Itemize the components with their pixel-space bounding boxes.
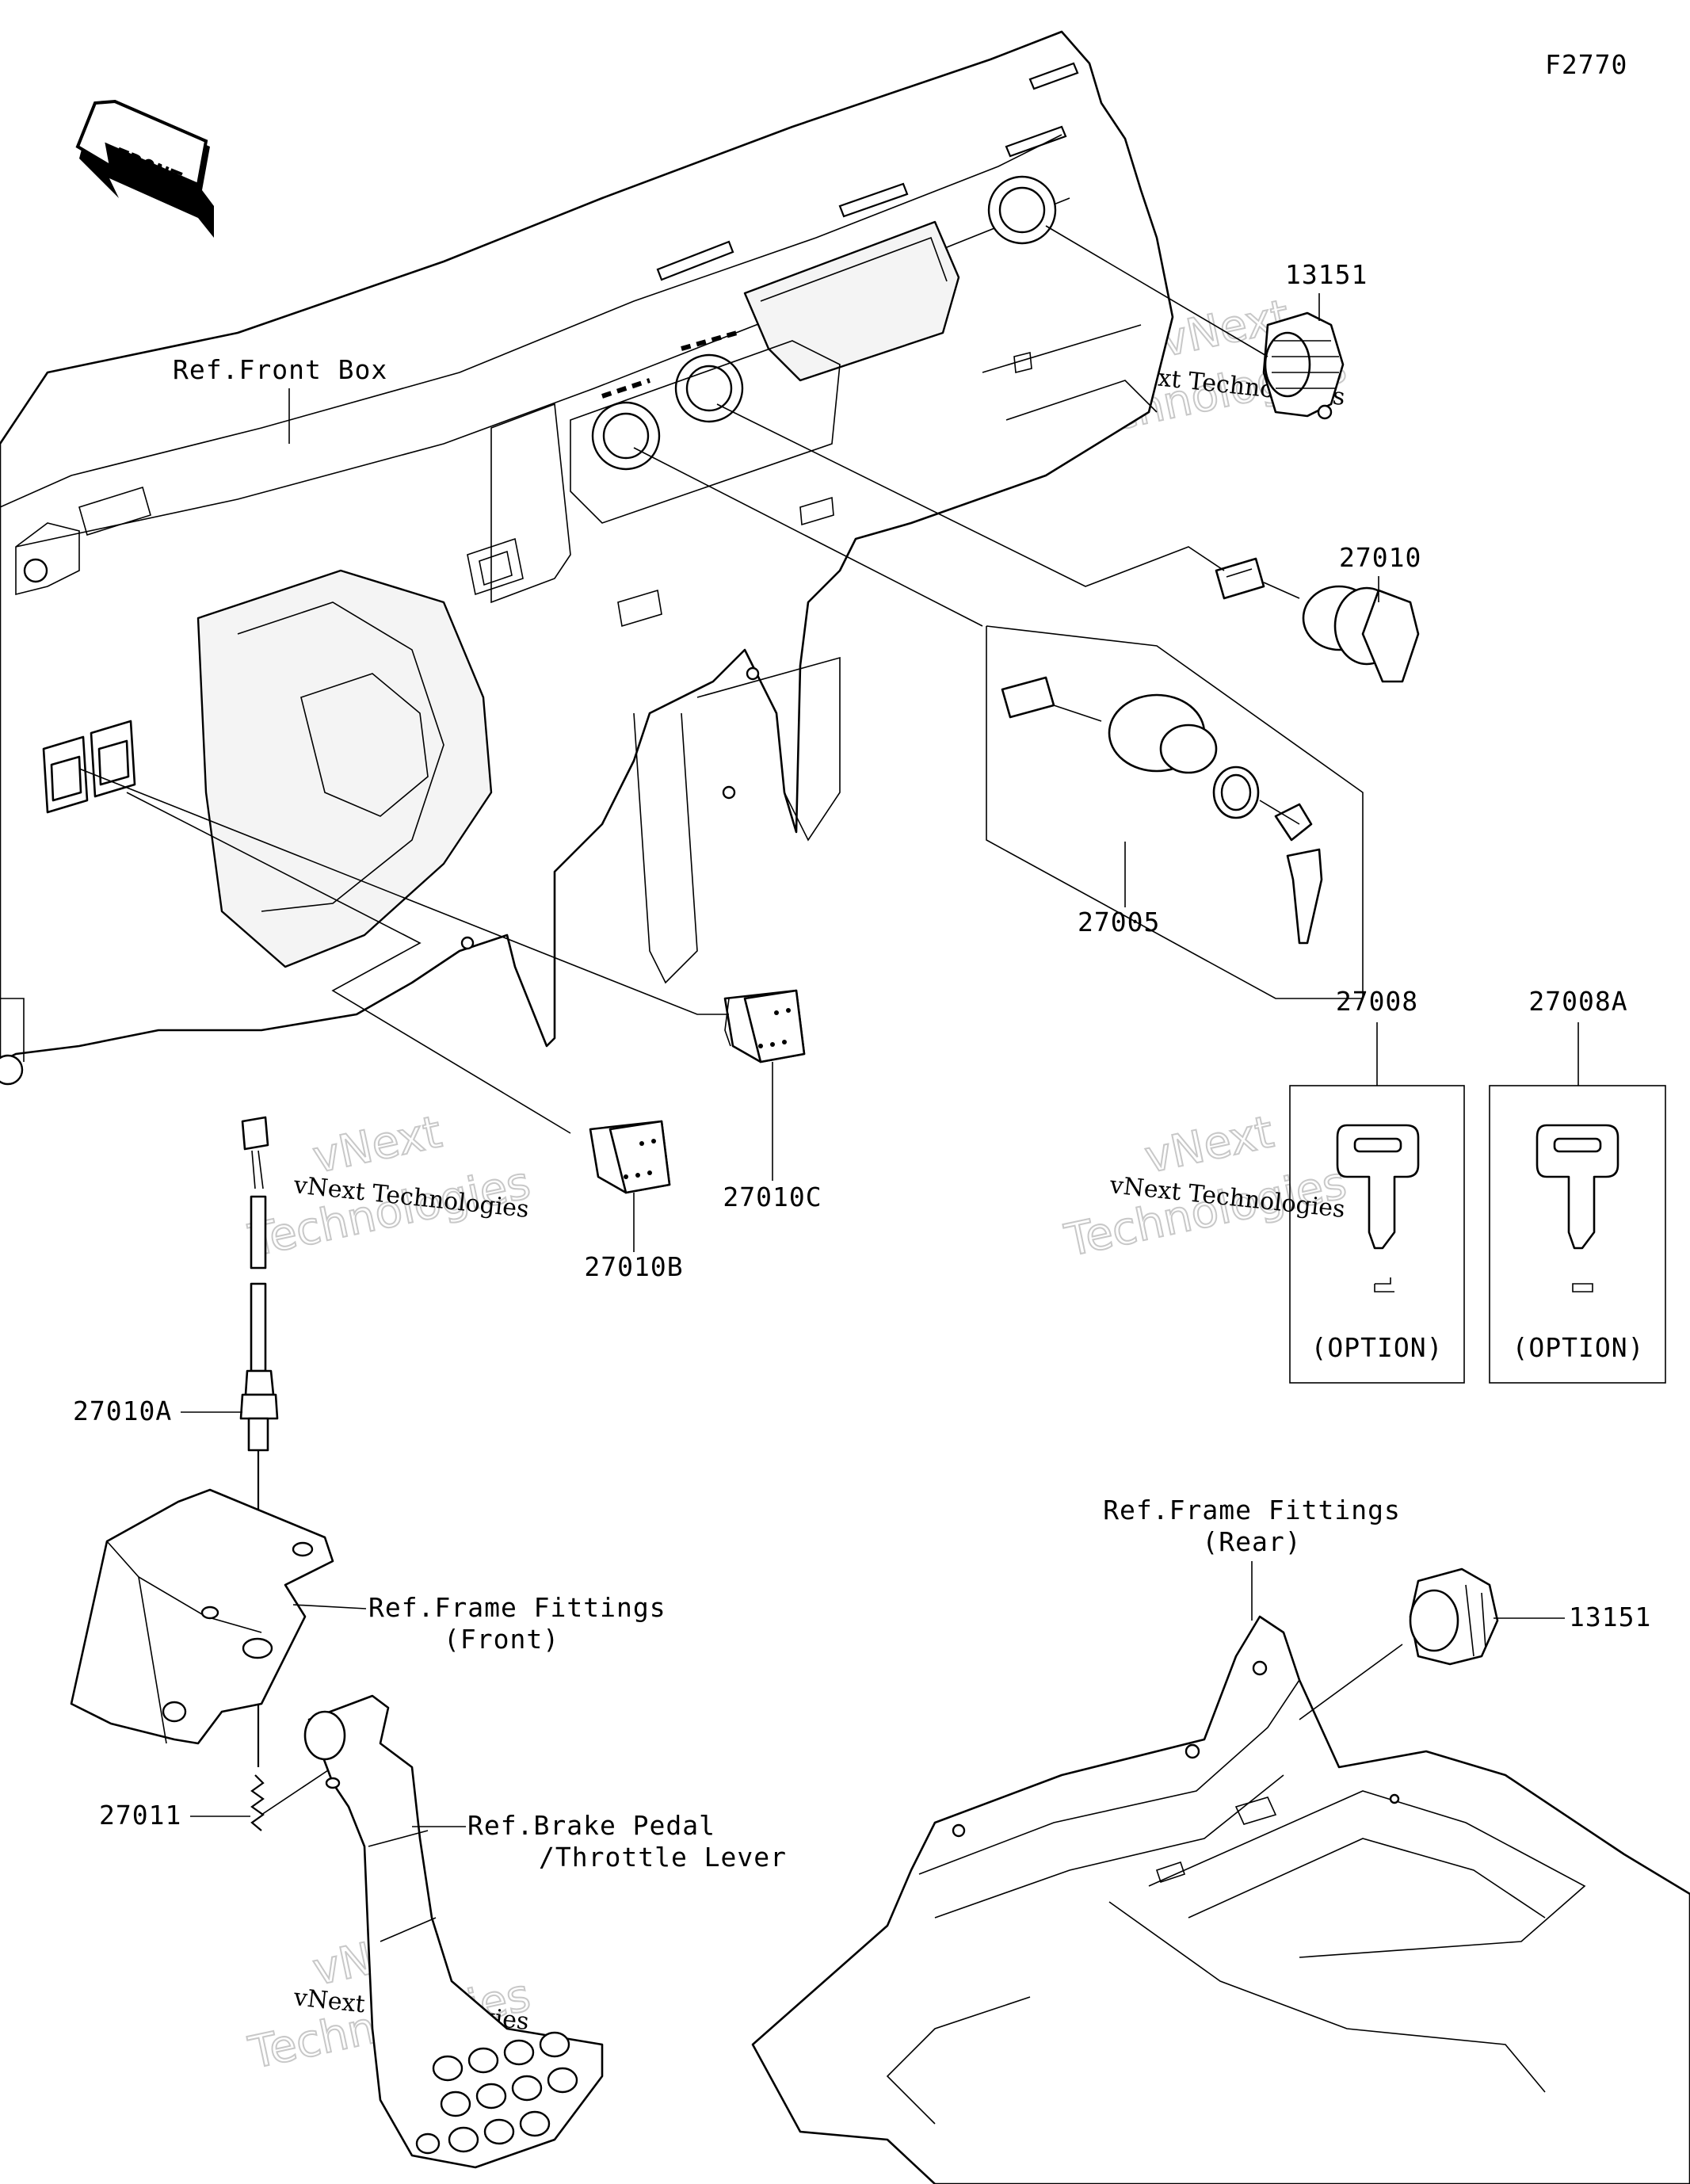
ref-frame-rear-label-1: Ref.Frame Fittings	[1103, 1495, 1401, 1525]
label-27005: 27005	[1078, 907, 1160, 937]
watermark-mid-left: vNext Technologies vNext Technologies	[243, 1105, 535, 1268]
label-27008: 27008	[1336, 986, 1418, 1017]
spring-27011-icon	[250, 1774, 265, 1831]
brake-pedal-icon	[303, 1694, 604, 2169]
rocker-switch-27010c-icon	[723, 989, 806, 1063]
label-13151-top: 13151	[1285, 259, 1368, 290]
leader-socket-dash	[1045, 225, 1268, 357]
label-27010c: 27010C	[723, 1182, 822, 1212]
rocker-switch-27010b-icon	[589, 1120, 671, 1194]
svg-text:vNext: vNext	[1140, 1106, 1278, 1184]
leader-spring-pedal	[261, 1766, 334, 1816]
ref-frame-front-label-2: (Front)	[444, 1624, 559, 1655]
bracket-27005	[986, 625, 1364, 999]
key-27008a-icon	[1535, 1124, 1619, 1292]
ref-frame-rear-label-2: (Rear)	[1202, 1526, 1301, 1557]
socket-13151-top-icon	[1262, 311, 1345, 420]
front-arrow-icon: FRONT	[75, 99, 214, 238]
pedal-grip-pads	[415, 2031, 578, 2155]
socket-27010-icon	[1215, 557, 1420, 683]
leader-frame-front	[292, 1604, 367, 1609]
label-27010a: 27010A	[73, 1396, 172, 1426]
watermark-mid-right: vNext Technologies vNext Technologies	[1059, 1105, 1351, 1268]
option-label-27008: (OPTION)	[1311, 1332, 1444, 1363]
label-27011: 27011	[99, 1800, 181, 1831]
leader-27005-line	[633, 447, 983, 627]
leader-27010b-line	[126, 792, 571, 1134]
leader-27010-line	[716, 403, 1225, 587]
ref-front-box-label: Ref.Front Box	[173, 354, 387, 385]
leader-27010c-line	[78, 768, 729, 1015]
label-27010b: 27010B	[584, 1251, 683, 1282]
frame-fitting-front-icon	[70, 1488, 334, 1745]
figure-code: F2770	[1545, 49, 1627, 80]
brake-switch-27010a-icon	[239, 1116, 279, 1767]
label-13151-bottom: 13151	[1569, 1602, 1651, 1632]
label-27010: 27010	[1339, 542, 1421, 573]
ref-brake-label-1: Ref.Brake Pedal	[467, 1810, 715, 1841]
ref-frame-front-label-1: Ref.Frame Fittings	[368, 1592, 666, 1623]
key-27008a-box	[1489, 1085, 1666, 1384]
socket-13151-bottom-icon	[1409, 1567, 1499, 1666]
label-27008a: 27008A	[1528, 986, 1627, 1017]
dashboard-assembly	[0, 30, 1174, 1086]
leader-13151-bottom-2	[1299, 1644, 1403, 1720]
key-27008-icon	[1336, 1124, 1420, 1292]
ignition-switch-27005-icon	[1001, 676, 1323, 945]
svg-text:vNext: vNext	[308, 1106, 446, 1184]
option-label-27008a: (OPTION)	[1513, 1332, 1645, 1363]
ref-brake-label-2: /Throttle Lever	[539, 1842, 787, 1873]
frame-fitting-rear-icon	[751, 1615, 1690, 2184]
